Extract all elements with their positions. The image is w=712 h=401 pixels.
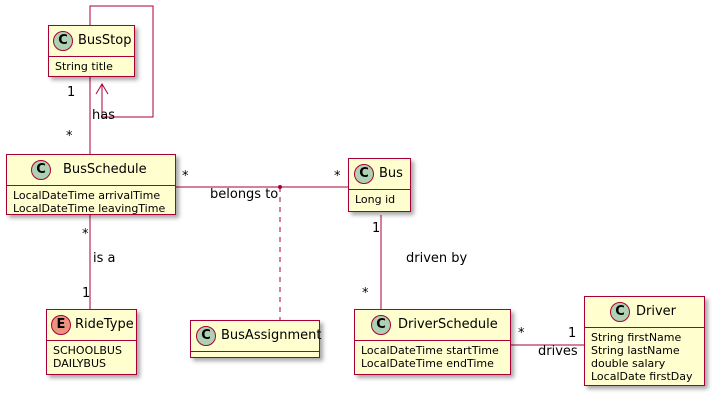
class-header: C BusSchedule [7,155,175,186]
class-name: Bus [379,166,403,181]
enum-constant: DAILYBUS [53,357,107,370]
multiplicity-bus-left: * [334,169,341,184]
attribute-list: LocalDateTime startTime LocalDateTime en… [355,341,510,370]
busstop-self-association [89,5,154,118]
enum-constant: SCHOOLBUS [53,344,122,357]
relation-label-driven-by: driven by [406,251,468,266]
class-bus[interactable]: C Bus Long id [348,158,411,212]
attribute-list: SCHOOLBUS DAILYBUS [47,341,136,370]
multiplicity-bus-bottom: 1 [372,221,381,236]
multiplicity-busstop: 1 [67,85,76,100]
attribute: String lastName [591,344,680,357]
multiplicity-busschedule-top: * [66,129,73,144]
multiplicity-busschedule-right: * [182,169,189,184]
attribute: String title [55,60,113,73]
class-header: E RideType [47,310,136,341]
attribute: String firstName [591,331,682,344]
multiplicity-busschedule-bottom: * [82,227,89,242]
class-stereotype-icon: C [53,31,73,51]
class-header: C BusAssignment [191,321,322,352]
class-header: C Driver [585,297,704,328]
multiplicity-driver: 1 [568,326,577,341]
enum-stereotype-icon: E [51,315,71,335]
class-busassignment[interactable]: C BusAssignment [190,320,322,358]
attribute-list: Long id [349,190,410,206]
class-header: C DriverSchedule [355,310,510,341]
attribute: Long id [355,193,396,206]
attribute: LocalDate firstDay [591,370,693,383]
attribute-list: LocalDateTime arrivalTime LocalDateTime … [7,186,175,215]
class-name: DriverSchedule [398,317,498,332]
class-stereotype-icon: C [31,160,51,180]
attribute: LocalDateTime startTime [361,344,499,357]
relation-label-belongs-to: belongs to [210,187,279,202]
relation-label-drives: drives [538,344,578,359]
relation-label-has: has [92,108,115,123]
multiplicity-driverschedule-top: * [362,286,369,301]
class-driverschedule[interactable]: C DriverSchedule LocalDateTime startTime… [354,309,511,375]
class-stereotype-icon: C [371,315,391,335]
class-busschedule[interactable]: C BusSchedule LocalDateTime arrivalTime … [6,154,176,215]
class-name: RideType [75,317,134,332]
attribute: LocalDateTime arrivalTime [13,189,161,202]
attribute-list: String title [49,57,134,73]
class-driver[interactable]: C Driver String firstName String lastNam… [584,296,705,386]
class-name: BusStop [78,33,132,48]
multiplicity-ridetype: 1 [82,286,91,301]
class-name: BusSchedule [63,162,147,177]
class-stereotype-icon: C [196,326,216,346]
class-header: C BusStop [49,26,134,57]
attribute: LocalDateTime leavingTime [13,202,166,215]
multiplicity-driverschedule-right: * [518,326,525,341]
class-stereotype-icon: C [354,164,374,184]
class-busstop[interactable]: C BusStop String title [48,25,135,77]
class-stereotype-icon: C [610,302,630,322]
attribute: double salary [591,357,666,370]
attribute: LocalDateTime endTime [361,357,494,370]
association-class-junction [278,185,282,189]
class-name: BusAssignment [221,328,322,343]
class-name: Driver [636,304,677,319]
attribute-list: String firstName String lastName double … [585,328,704,383]
enum-ridetype[interactable]: E RideType SCHOOLBUS DAILYBUS [46,309,137,375]
relation-label-is-a: is a [93,251,116,266]
busstop-self-arrow [95,83,109,95]
class-header: C Bus [349,159,410,190]
